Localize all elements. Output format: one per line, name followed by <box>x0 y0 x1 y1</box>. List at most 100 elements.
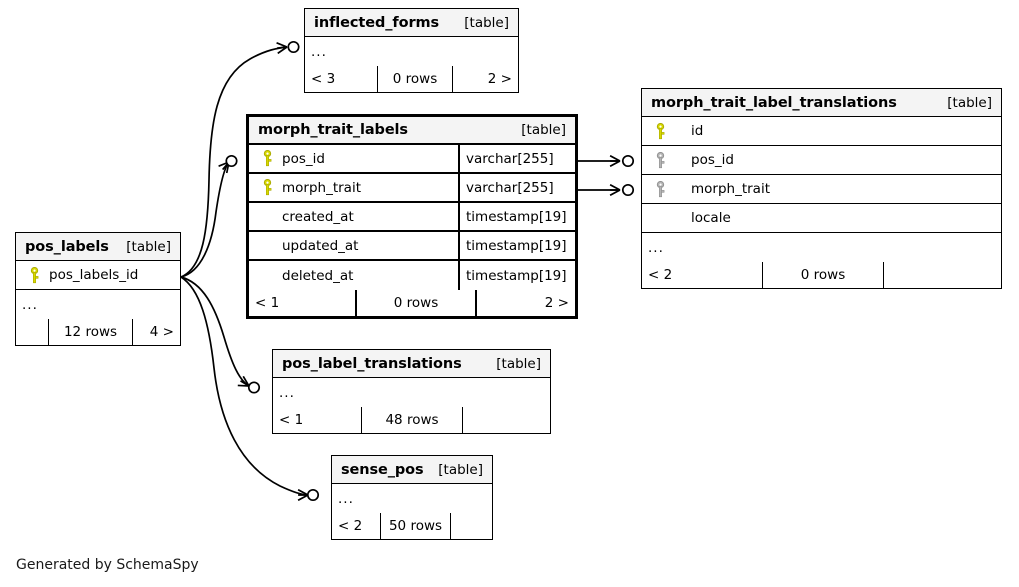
column-name-cell: pos_id <box>642 151 1001 169</box>
column-type: timestamp[19] <box>458 232 575 259</box>
column-name: pos_id <box>282 150 325 167</box>
table-name: sense_pos <box>341 461 424 478</box>
footer-row-count: 48 rows <box>361 407 462 433</box>
table-title: inflected_forms [table] <box>305 9 518 37</box>
table-node-morph-trait-labels[interactable]: morph_trait_labels [table] pos_id <box>246 114 578 319</box>
foreign-key-icon <box>649 180 671 198</box>
table-row: deleted_at timestamp[19] <box>249 261 575 290</box>
table-columns: ... <box>305 37 518 66</box>
footer-row-count: 12 rows <box>48 319 132 345</box>
table-name: inflected_forms <box>314 14 440 31</box>
footer-prev-link[interactable]: < 2 <box>648 267 673 283</box>
primary-key-icon <box>649 122 671 140</box>
column-type: varchar[255] <box>458 174 575 201</box>
table-row: locale <box>642 204 1001 233</box>
column-name-cell: deleted_at <box>249 268 458 284</box>
footer-next-link[interactable] <box>462 407 550 433</box>
generated-by-caption: Generated by SchemaSpy <box>16 557 199 573</box>
table-name: morph_trait_label_translations <box>651 94 897 111</box>
table-row: id <box>642 117 1001 146</box>
column-name: pos_labels_id <box>49 267 139 283</box>
table-node-pos-labels[interactable]: pos_labels [table] pos_labels_id <box>15 232 181 346</box>
table-title: pos_label_translations [table] <box>273 350 550 378</box>
table-name: pos_labels <box>25 238 109 255</box>
footer-row-count: 0 rows <box>355 290 475 316</box>
column-type: varchar[255] <box>458 145 575 172</box>
column-name-cell: id <box>642 122 1001 140</box>
table-row: created_at timestamp[19] <box>249 203 575 232</box>
column-name: ... <box>311 43 327 60</box>
table-title: morph_trait_label_translations [table] <box>642 89 1001 117</box>
table-node-pos-label-translations[interactable]: pos_label_translations [table] ... < 1 4… <box>272 349 551 434</box>
table-node-inflected-forms[interactable]: inflected_forms [table] ... < 3 0 rows 2… <box>304 8 519 93</box>
table-node-sense-pos[interactable]: sense_pos [table] ... < 2 50 rows <box>331 455 493 540</box>
table-row: pos_id <box>642 146 1001 175</box>
table-row: ... <box>16 290 180 319</box>
footer-prev-link[interactable]: < 2 <box>338 518 363 534</box>
footer-next-link[interactable]: 2 > <box>475 290 575 316</box>
column-name: ... <box>338 490 354 507</box>
table-title: sense_pos [table] <box>332 456 492 484</box>
table-footer: < 2 0 rows <box>642 262 1001 288</box>
footer-next-link[interactable] <box>450 513 492 539</box>
table-title: morph_trait_labels [table] <box>249 117 575 145</box>
column-type: timestamp[19] <box>458 203 575 230</box>
footer-row-count: 0 rows <box>762 262 883 288</box>
footer-next-link[interactable]: 2 > <box>452 66 518 92</box>
footer-next-link[interactable]: 4 > <box>132 319 180 345</box>
table-node-morph-trait-label-translations[interactable]: morph_trait_label_translations [table] i… <box>641 88 1002 289</box>
column-name: morph_trait <box>691 181 770 197</box>
table-row: ... <box>305 37 518 66</box>
column-name-cell: updated_at <box>249 238 458 254</box>
table-columns: pos_id varchar[255] morph_trait <box>249 145 575 290</box>
footer-prev-link[interactable] <box>16 319 48 345</box>
column-name-cell: pos_labels_id <box>16 266 180 284</box>
table-columns: id pos_id <box>642 117 1001 262</box>
table-tag: [table] <box>438 461 483 478</box>
column-name-cell: morph_trait <box>642 180 1001 198</box>
column-name: created_at <box>282 208 354 225</box>
table-row: morph_trait <box>642 175 1001 204</box>
footer-row-count: 50 rows <box>380 513 450 539</box>
table-title: pos_labels [table] <box>16 233 180 261</box>
table-columns: pos_labels_id ... <box>16 261 180 319</box>
footer-prev-link[interactable]: < 1 <box>255 295 280 311</box>
table-footer: 12 rows 4 > <box>16 319 180 345</box>
table-tag: [table] <box>126 238 171 255</box>
table-columns: ... <box>332 484 492 513</box>
column-name: locale <box>691 210 731 226</box>
footer-prev-link[interactable]: < 1 <box>279 412 304 428</box>
primary-key-icon <box>256 179 278 196</box>
column-name: ... <box>22 296 38 313</box>
column-name: id <box>691 123 704 139</box>
footer-prev-link[interactable]: < 3 <box>311 71 336 87</box>
column-type: timestamp[19] <box>458 261 575 290</box>
table-name: pos_label_translations <box>282 355 462 372</box>
table-footer: < 1 0 rows 2 > <box>249 290 575 316</box>
column-name: ... <box>279 384 295 401</box>
table-tag: [table] <box>947 94 992 111</box>
table-name: morph_trait_labels <box>258 122 408 138</box>
column-name: pos_id <box>691 152 734 168</box>
foreign-key-icon <box>649 151 671 169</box>
table-row: ... <box>332 484 492 513</box>
column-name-cell: created_at <box>249 209 458 225</box>
column-name: ... <box>648 239 664 256</box>
table-footer: < 2 50 rows <box>332 513 492 539</box>
primary-key-icon <box>23 266 45 284</box>
column-name-cell: locale <box>642 210 1001 226</box>
column-name: updated_at <box>282 237 359 254</box>
column-name: deleted_at <box>282 267 354 284</box>
table-tag: [table] <box>496 355 541 372</box>
column-name-cell: morph_trait <box>249 179 458 196</box>
edge-morph-trait-labels-morph-trait <box>578 183 635 197</box>
column-name: morph_trait <box>282 179 361 196</box>
table-footer: < 3 0 rows 2 > <box>305 66 518 92</box>
table-row: ... <box>273 378 550 407</box>
footer-row-count: 0 rows <box>377 66 452 92</box>
footer-next-link[interactable] <box>883 262 1001 288</box>
edge-pos-labels-to-morph-trait-labels <box>180 154 238 278</box>
table-tag: [table] <box>464 14 509 31</box>
table-columns: ... <box>273 378 550 407</box>
